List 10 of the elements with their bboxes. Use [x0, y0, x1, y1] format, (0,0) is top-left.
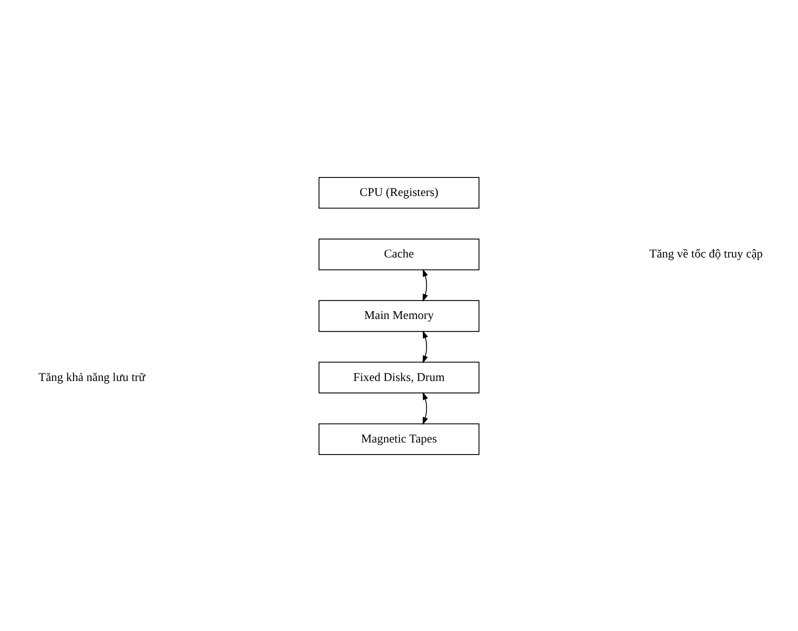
- node-box: Fixed Disks, Drum: [318, 361, 480, 393]
- label: Tăng về tốc độ truy cập: [649, 246, 763, 260]
- node-box: CPU (Registers): [318, 176, 480, 208]
- node-box: Main Memory: [318, 300, 480, 332]
- node-box: Cache: [318, 238, 480, 270]
- arrow: [422, 392, 428, 424]
- arrow: [422, 268, 428, 302]
- label: Tăng khả năng lưu trữ: [38, 369, 146, 384]
- node-box: Magnetic Tapes: [318, 422, 480, 454]
- arrow: [422, 330, 428, 363]
